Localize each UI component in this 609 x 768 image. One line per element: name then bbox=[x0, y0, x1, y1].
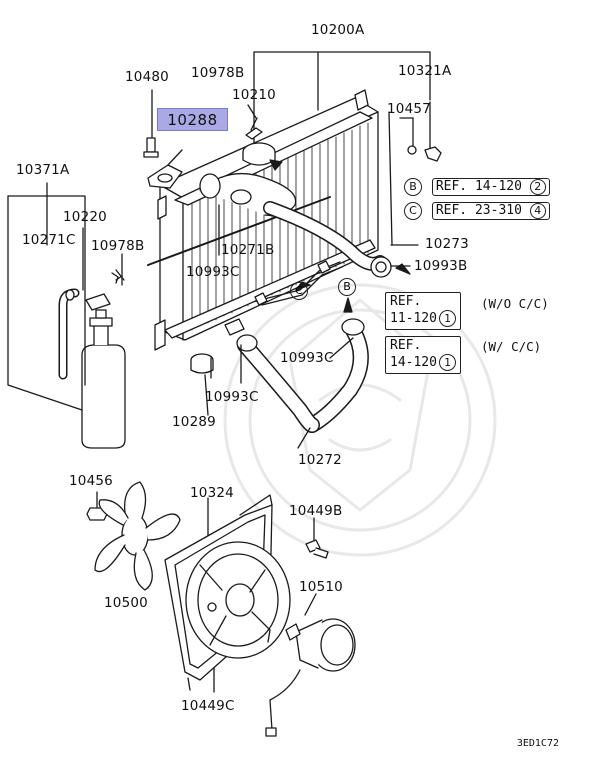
leader-10200A bbox=[253, 51, 431, 151]
callout-10449B[interactable]: 10449B bbox=[289, 503, 343, 519]
clip-10978B bbox=[111, 272, 119, 284]
ref-b-page: 2 bbox=[529, 179, 546, 195]
callout-10993C-bottom[interactable]: 10993C bbox=[205, 389, 259, 405]
ref-c-box: REF. 23-310 4 bbox=[431, 202, 550, 220]
leader-10371A bbox=[7, 182, 125, 411]
callout-10289[interactable]: 10289 bbox=[172, 414, 216, 430]
callout-10210[interactable]: 10210 bbox=[232, 87, 276, 103]
reserve-tank-10371A bbox=[81, 293, 126, 449]
ref-b-text: REF. 14-120 bbox=[435, 179, 522, 194]
callout-10271B[interactable]: 10271B bbox=[221, 242, 275, 258]
ref-box-2-note: (W/ C/C) bbox=[481, 339, 542, 354]
overflow-hose-10271C bbox=[58, 288, 80, 380]
diagram-code: 3ED1C72 bbox=[516, 738, 559, 749]
callout-10271C[interactable]: 10271C bbox=[22, 232, 76, 248]
ref-box-1-page: 1 bbox=[438, 310, 456, 328]
callout-10321A[interactable]: 10321A bbox=[398, 63, 452, 79]
callout-10510[interactable]: 10510 bbox=[299, 579, 343, 595]
ref-box-2-line1: REF. bbox=[390, 338, 422, 353]
ref-c-line[interactable]: C REF. 23-310 4 bbox=[404, 202, 550, 220]
hose-clamp-10993B bbox=[370, 256, 392, 278]
ref-b-line[interactable]: B REF. 14-120 2 bbox=[404, 178, 550, 196]
callout-10993B[interactable]: 10993B bbox=[414, 258, 468, 274]
ref-c-text: REF. 23-310 bbox=[435, 203, 522, 218]
callout-10978B-mid[interactable]: 10978B bbox=[91, 238, 145, 254]
callout-10371A[interactable]: 10371A bbox=[16, 162, 70, 178]
ref-box-2-page: 1 bbox=[438, 354, 456, 372]
ref-box-1-line1: REF. bbox=[390, 294, 422, 309]
ref-c-marker: C bbox=[404, 202, 422, 220]
ref-box-1-note: (W/O C/C) bbox=[481, 296, 549, 311]
upper-hose-10271B bbox=[199, 172, 387, 271]
ref-box-1-line2: 11-120 bbox=[390, 311, 437, 327]
bolt-10480 bbox=[143, 137, 159, 158]
ref-b-marker: B bbox=[404, 178, 422, 196]
fitting-10457 bbox=[399, 101, 442, 162]
ref-box-2-line2: 14-120 bbox=[390, 355, 437, 371]
callout-10993C-left[interactable]: 10993C bbox=[186, 264, 240, 280]
bracket-10288 bbox=[147, 149, 183, 189]
highlighted-part-10288[interactable]: 10288 bbox=[157, 108, 228, 131]
cooling-fan-10500 bbox=[94, 481, 181, 591]
callout-10272[interactable]: 10272 bbox=[298, 452, 342, 468]
radiator-cap-10210 bbox=[242, 117, 276, 166]
callout-10456[interactable]: 10456 bbox=[69, 473, 113, 489]
callout-10500[interactable]: 10500 bbox=[104, 595, 148, 611]
transmission-cooler-lines bbox=[224, 260, 343, 336]
watermark-logo bbox=[223, 283, 497, 557]
fan-motor-10510 bbox=[265, 618, 356, 737]
callout-10324[interactable]: 10324 bbox=[190, 485, 234, 501]
arrow-marker-c[interactable]: C bbox=[290, 282, 308, 300]
fan-shroud-10324 bbox=[164, 494, 291, 691]
callout-10449C[interactable]: 10449C bbox=[181, 698, 235, 714]
bolt-10449B bbox=[305, 539, 329, 559]
callout-10220[interactable]: 10220 bbox=[63, 209, 107, 225]
callout-10480[interactable]: 10480 bbox=[125, 69, 169, 85]
ref-c-page: 4 bbox=[529, 203, 546, 219]
callout-10978B-top[interactable]: 10978B bbox=[191, 65, 245, 81]
callout-10993C-right[interactable]: 10993C bbox=[280, 350, 334, 366]
lower-hose-10272 bbox=[236, 318, 369, 433]
callout-10457[interactable]: 10457 bbox=[387, 101, 431, 117]
drain-plug-10289 bbox=[190, 353, 214, 374]
ref-b-box: REF. 14-120 2 bbox=[431, 178, 550, 196]
arrow-marker-b[interactable]: B bbox=[338, 278, 356, 296]
callout-10273[interactable]: 10273 bbox=[425, 236, 469, 252]
callout-10200A[interactable]: 10200A bbox=[311, 22, 365, 38]
